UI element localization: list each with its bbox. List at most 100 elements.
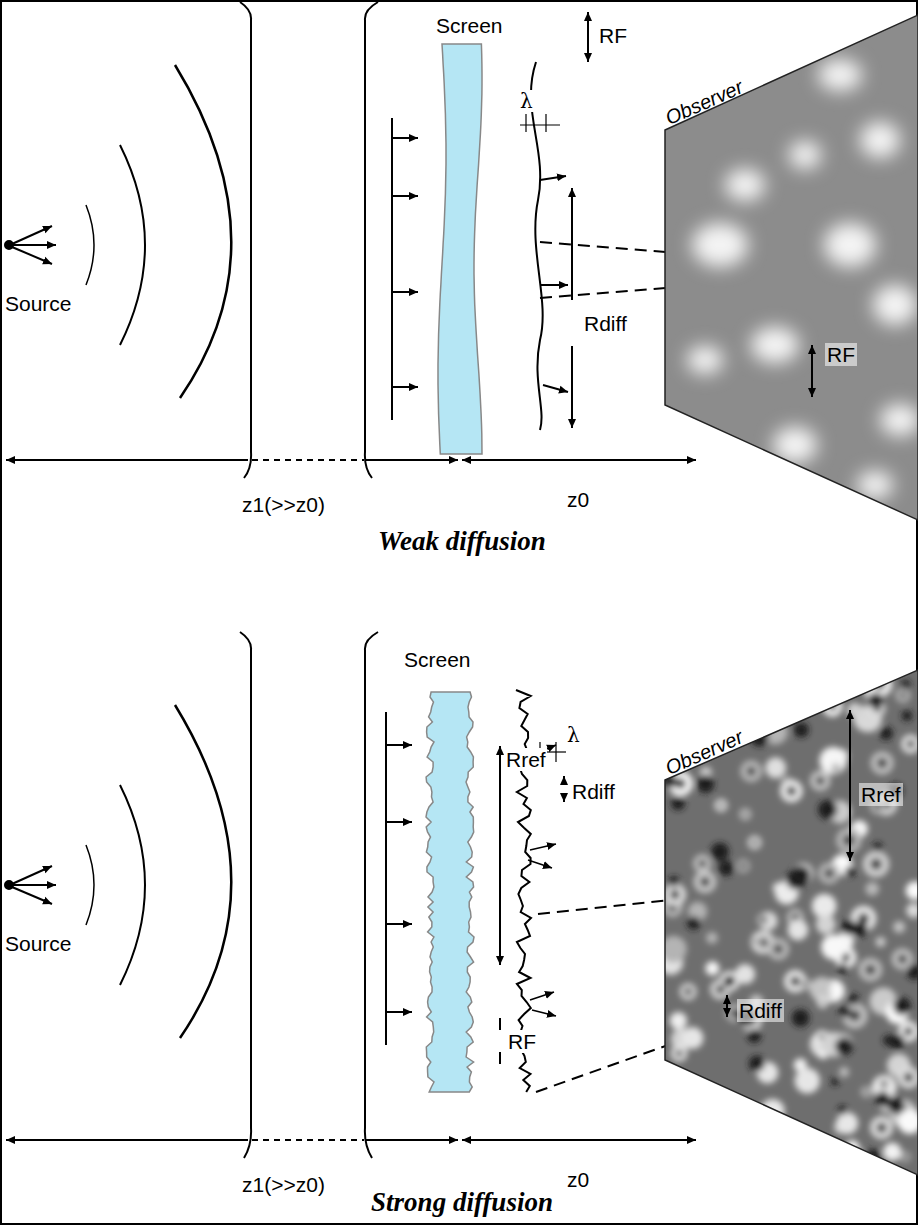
illustration-part (892, 660, 904, 672)
illustration-part (887, 1097, 904, 1114)
illustration-part (760, 1099, 784, 1123)
illustration-part (669, 876, 680, 887)
illustration-part (906, 740, 915, 749)
speckle-pattern (657, 653, 918, 1183)
illustration-part (818, 863, 839, 884)
diffraction-scale: Rdiff (571, 780, 616, 803)
illustration-part (751, 1124, 767, 1140)
illustration-part (871, 752, 894, 775)
refraction-scale: Rref (505, 748, 547, 771)
illustration-part (705, 961, 719, 975)
illustration-part (873, 842, 882, 851)
illustration-part (661, 1170, 675, 1184)
illustration-part (812, 660, 827, 675)
illustration-part (666, 1092, 678, 1104)
observer-plane: ObserverRF (665, 15, 918, 520)
illustration-part (723, 1113, 735, 1125)
illustration-part (898, 1067, 918, 1089)
illustration-part (695, 1090, 717, 1112)
illustration-part (766, 702, 773, 709)
illustration-part (881, 1081, 887, 1087)
illustration-part (883, 1143, 901, 1161)
panel-caption: Strong diffusion (371, 1188, 553, 1218)
illustration-part (893, 921, 905, 933)
illustration-part (838, 1105, 847, 1114)
illustration-part (695, 721, 703, 729)
screen-shape (400, 648, 480, 1100)
phase-screen: Screen (430, 14, 490, 460)
bottom-panel-drawing (5, 632, 718, 1158)
illustration-part (794, 722, 809, 737)
illustration-part (669, 1081, 682, 1094)
illustration-part (900, 692, 906, 698)
scale-arrow (849, 710, 851, 861)
illustration-part (860, 122, 900, 158)
illustration-part (901, 734, 918, 753)
illustration-part (819, 747, 846, 774)
illustration-part (830, 984, 843, 997)
illustration-part (849, 1010, 860, 1021)
illustration-part (827, 1163, 841, 1177)
illustration-part (818, 800, 837, 819)
illustration-part (864, 1089, 869, 1094)
illustration-part (704, 1089, 720, 1105)
illustration-part (839, 1006, 851, 1018)
illustration-part (670, 890, 680, 900)
illustration-part (760, 917, 765, 922)
scale-arrow (811, 345, 813, 397)
illustration-part (857, 1154, 862, 1159)
illustration-part (755, 663, 772, 680)
illustration-part (883, 1035, 893, 1045)
illustration-part (812, 894, 837, 919)
phase-screen: Screen (400, 648, 480, 1100)
screen-label: Screen (404, 648, 471, 671)
illustration-part (683, 691, 692, 700)
illustration-part (773, 944, 783, 954)
illustration-part (767, 938, 789, 960)
illustration-part (867, 672, 892, 697)
distance-label: z0 (566, 488, 590, 511)
illustration-part (816, 776, 825, 785)
illustration-part (749, 1056, 765, 1072)
top-panel-drawing (5, 2, 696, 478)
illustration-part (880, 404, 918, 436)
illustration-part (694, 871, 717, 894)
illustration-part (723, 975, 735, 987)
illustration-part (659, 1150, 678, 1169)
illustration-part (666, 653, 691, 678)
illustration-part (817, 997, 828, 1008)
source-label: Source (4, 932, 73, 955)
illustration-part (687, 916, 700, 929)
diffraction-scale: Rdiff (737, 999, 784, 1022)
illustration-part (868, 693, 883, 708)
illustration-part (757, 914, 769, 926)
scale-arrow (726, 995, 728, 1017)
illustration-part (748, 836, 762, 850)
illustration-part (662, 664, 670, 672)
fresnel-scale: RF (507, 1030, 537, 1053)
illustration-part (810, 771, 830, 791)
illustration-part (786, 786, 796, 796)
illustration-part (791, 866, 810, 885)
illustration-part (902, 710, 913, 721)
illustration-part (693, 855, 711, 873)
illustration-part (880, 727, 893, 740)
illustration-part (681, 1027, 703, 1049)
illustration-part (657, 653, 918, 1183)
illustration-part (751, 327, 799, 363)
illustration-part (735, 964, 755, 984)
illustration-part (701, 698, 716, 713)
illustration-part (861, 1086, 872, 1097)
illustration-part (765, 757, 786, 778)
illustration-part (789, 141, 821, 169)
illustration-part (804, 1147, 820, 1163)
illustration-part (698, 859, 706, 867)
illustration-part (718, 861, 733, 876)
illustration-part (741, 761, 762, 782)
illustration-part (664, 884, 686, 906)
illustration-part (845, 867, 855, 877)
illustration-part (876, 1123, 886, 1133)
illustration-part (903, 1154, 908, 1159)
observer-plane: ObserverRrefRdiff (665, 665, 918, 1180)
illustration-part (716, 1106, 742, 1132)
